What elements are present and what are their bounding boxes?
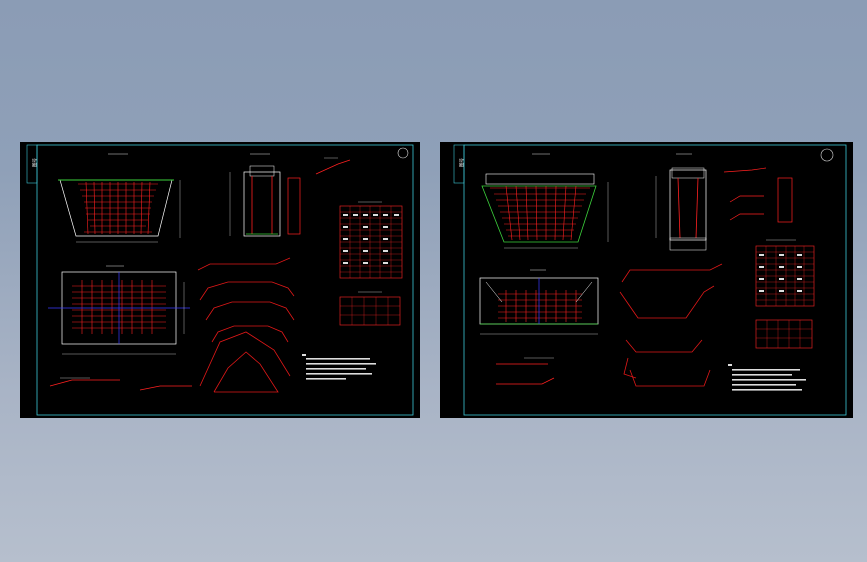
small-table <box>755 319 813 349</box>
small-table <box>339 291 401 326</box>
elevation-1 <box>229 153 301 237</box>
north-circle <box>820 148 834 162</box>
notes <box>728 364 806 391</box>
straight-bars <box>496 357 555 385</box>
sheet-frame <box>463 144 847 416</box>
bar-marks <box>723 167 767 221</box>
bar-mark-1 <box>315 157 351 175</box>
title-block-label: 图号 <box>32 158 38 167</box>
straight-bars <box>49 377 192 391</box>
plan-view <box>48 265 190 355</box>
cross-section-1 <box>58 153 181 243</box>
cross-section-2 <box>481 153 609 249</box>
sheet-left-drawing: 图号 <box>26 144 414 416</box>
north-circle <box>397 147 409 159</box>
title-block <box>453 144 465 184</box>
rebar-table <box>755 239 815 307</box>
title-block <box>26 144 38 184</box>
plan-view <box>479 269 599 335</box>
notes <box>302 354 376 380</box>
stirrup-shapes <box>197 257 295 393</box>
stirrup-shapes <box>619 263 723 387</box>
rebar-table <box>339 201 403 279</box>
sheet-right-drawing: 图号 <box>453 144 847 416</box>
sheet-frame <box>36 144 414 416</box>
elevation-2 <box>655 153 793 251</box>
drawing-sheet-left: 图号 <box>20 142 420 418</box>
title-block-label: 图号 <box>459 158 465 167</box>
drawing-sheet-right: 图号 <box>440 142 853 418</box>
